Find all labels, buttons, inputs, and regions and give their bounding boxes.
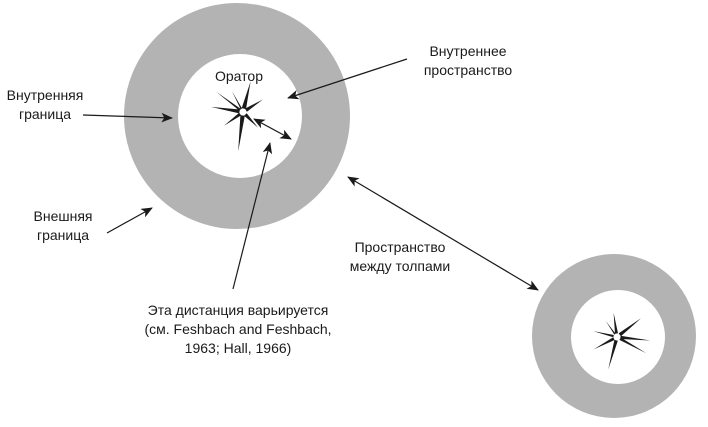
- second-speaker-starburst-icon: [593, 312, 651, 370]
- varying-distance-double-arrow: [253, 118, 292, 140]
- speaker-starburst-icon: [210, 81, 263, 152]
- space-between-crowds-label: Пространство между толпами: [349, 239, 451, 274]
- callout-arrows: [82, 58, 539, 291]
- inner-boundary-label: Внутренняя граница: [6, 87, 84, 122]
- distance-note-label: Эта дистанция варьируется (см. Feshbach …: [144, 302, 332, 356]
- inner-space-arrow: [287, 58, 408, 100]
- orator-label: Оратор: [215, 68, 263, 84]
- second-inner-space-circle: [571, 290, 665, 384]
- second-crowd-ring: [532, 254, 696, 418]
- speaker-crowd-ring: [124, 3, 350, 229]
- outer-boundary-arrow: [106, 207, 153, 234]
- distance-note-arrow: [232, 142, 273, 290]
- space-between-crowds-double-arrow: [347, 176, 539, 291]
- inner-boundary-arrow: [82, 112, 173, 123]
- inner-space-label: Внутреннее пространство: [423, 43, 513, 78]
- outer-boundary-label: Внешняя граница: [33, 208, 93, 243]
